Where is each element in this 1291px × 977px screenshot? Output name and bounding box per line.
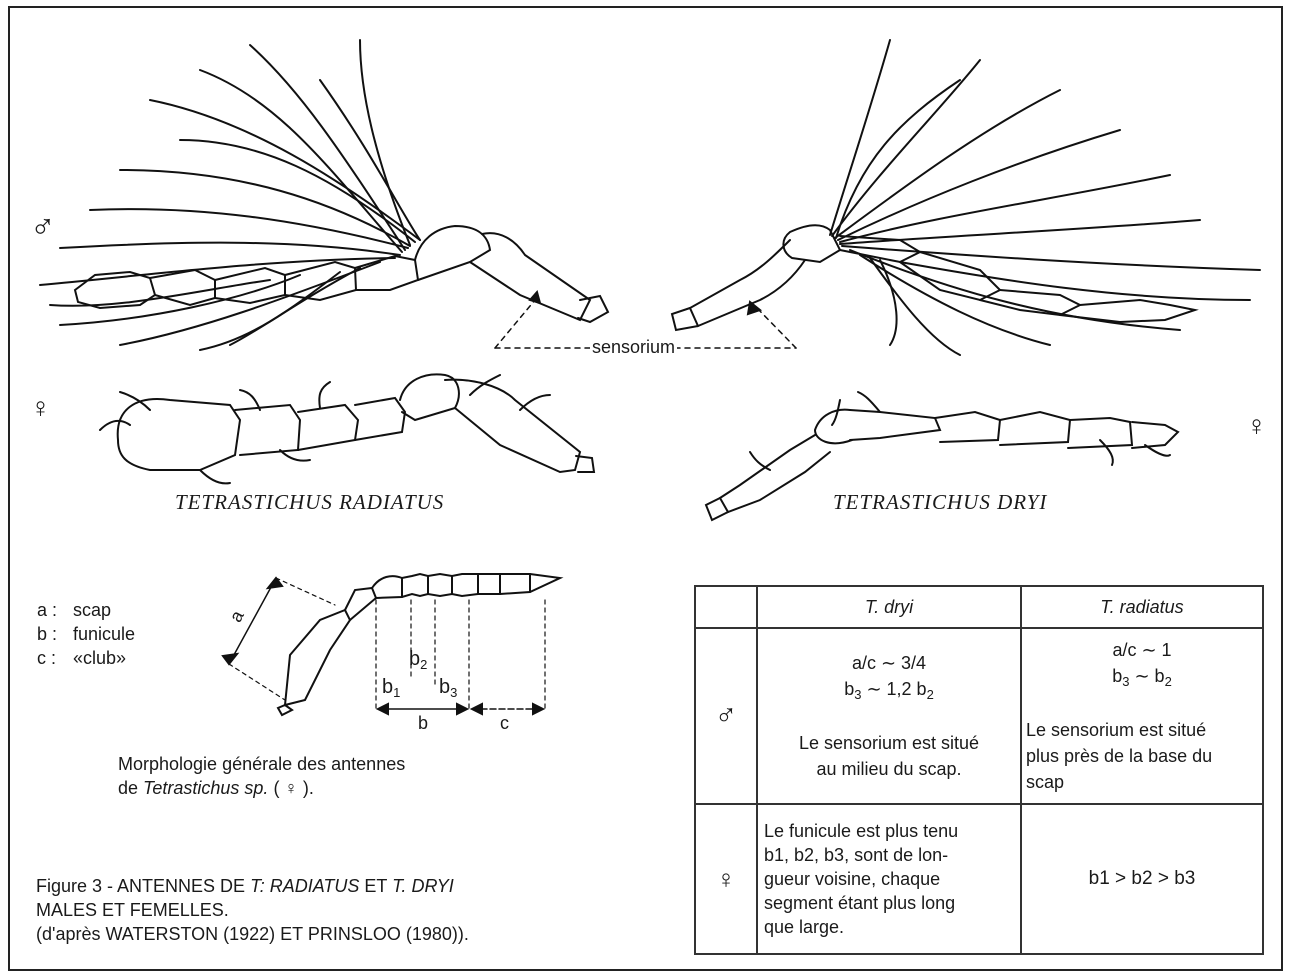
table-header-row: T. dryi T. radiatus — [695, 586, 1263, 628]
male-radiatus-cell: a/c ∼ 1 b3 ∼ b2 Le sensorium est situé p… — [1021, 628, 1263, 804]
male-radiatus-antenna — [40, 40, 608, 350]
legend: a :scap b :funicule c :«club» — [37, 598, 135, 670]
sensorium-label: sensorium — [590, 337, 677, 358]
schema-label-c: c — [500, 713, 509, 734]
legend-item-b: b :funicule — [37, 622, 135, 646]
header-dryi: T. dryi — [757, 586, 1021, 628]
male-dryi-cell: a/c ∼ 3/4 b3 ∼ 1,2 b2 Le sensorium est s… — [757, 628, 1021, 804]
female-symbol-left: ♀ — [30, 392, 51, 424]
legend-item-a: a :scap — [37, 598, 135, 622]
species-label-dryi: TETRASTICHUS DRYI — [833, 490, 1047, 515]
header-radiatus: T. radiatus — [1021, 586, 1263, 628]
schema-label-b2: b2 — [409, 648, 427, 672]
row-symbol-female: ♀ — [695, 804, 757, 954]
table-row-female: ♀ Le funicule est plus tenu b1, b2, b3, … — [695, 804, 1263, 954]
female-dryi-cell: Le funicule est plus tenu b1, b2, b3, so… — [757, 804, 1021, 954]
female-radiatus-cell: b1 > b2 > b3 — [1021, 804, 1263, 954]
row-symbol-male: ♂ — [695, 628, 757, 804]
schema-label-b: b — [418, 713, 428, 734]
male-dryi-antenna — [672, 40, 1260, 355]
table-corner-cell — [695, 586, 757, 628]
comparison-table: T. dryi T. radiatus ♂ a/c ∼ 3/4 b3 ∼ 1,2… — [694, 585, 1264, 955]
morphology-caption: Morphologie générale des antennes de Tet… — [118, 752, 405, 800]
female-symbol-right: ♀ — [1246, 410, 1267, 442]
schema-label-b3: b3 — [439, 676, 457, 700]
female-radiatus-antenna — [100, 374, 594, 483]
legend-item-c: c :«club» — [37, 646, 135, 670]
schema-label-b1: b1 — [382, 676, 400, 700]
table-row-male: ♂ a/c ∼ 3/4 b3 ∼ 1,2 b2 Le sensorium est… — [695, 628, 1263, 804]
species-label-radiatus: TETRASTICHUS RADIATUS — [175, 490, 444, 515]
male-symbol-left: ♂ — [30, 208, 56, 247]
figure-caption: Figure 3 - ANTENNES DE T: RADIATUS ET T.… — [36, 874, 469, 946]
